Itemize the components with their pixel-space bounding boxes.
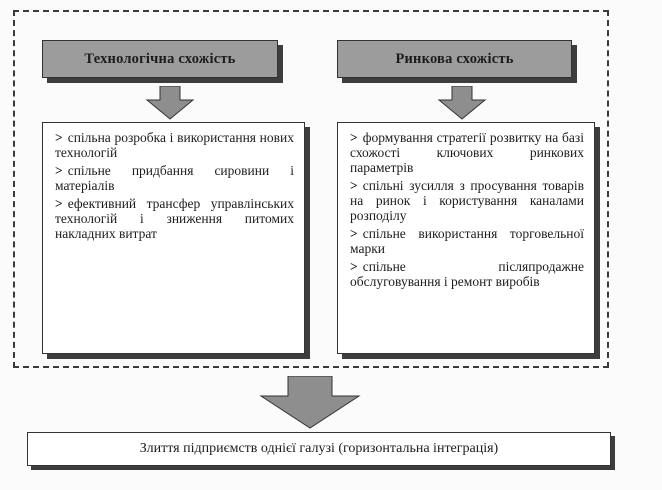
list-item: >спільне використання торговельної марки bbox=[350, 226, 584, 256]
header-technological-similarity: Технологічна схожість bbox=[42, 40, 278, 78]
chevron-right-icon: > bbox=[350, 226, 358, 241]
header-technological-label: Технологічна схожість bbox=[84, 50, 236, 67]
list-item: >спільне придбання сировини і матеріалів bbox=[55, 163, 294, 193]
market-items-box: >формування стратегії розвитку на базі с… bbox=[337, 122, 595, 354]
list-item: >спільні зусилля з просування товарів на… bbox=[350, 178, 584, 223]
arrow-down-icon bbox=[259, 376, 361, 429]
dashed-group-frame bbox=[13, 10, 609, 368]
chevron-right-icon: > bbox=[350, 178, 358, 193]
list-item: >формування стратегії розвитку на базі с… bbox=[350, 130, 584, 175]
header-market-similarity: Ринкова схожість bbox=[337, 40, 572, 78]
arrow-down-icon bbox=[145, 86, 195, 120]
chevron-right-icon: > bbox=[350, 130, 358, 145]
list-item: >спільна розробка і використання нових т… bbox=[55, 130, 294, 160]
result-label: Злиття підприємств однієї галузі (горизо… bbox=[139, 441, 499, 456]
arrow-down-icon bbox=[437, 86, 487, 120]
chevron-right-icon: > bbox=[55, 196, 63, 211]
horizontal-integration-result: Злиття підприємств однієї галузі (горизо… bbox=[27, 432, 611, 466]
technological-items-box: >спільна розробка і використання нових т… bbox=[42, 122, 305, 354]
list-item: >ефективний трансфер управлінських техно… bbox=[55, 196, 294, 241]
header-market-label: Ринкова схожість bbox=[395, 50, 514, 67]
chevron-right-icon: > bbox=[55, 163, 63, 178]
chevron-right-icon: > bbox=[55, 130, 63, 145]
chevron-right-icon: > bbox=[350, 259, 358, 274]
list-item: >спільне післяпродажне обслуговування і … bbox=[350, 259, 584, 289]
